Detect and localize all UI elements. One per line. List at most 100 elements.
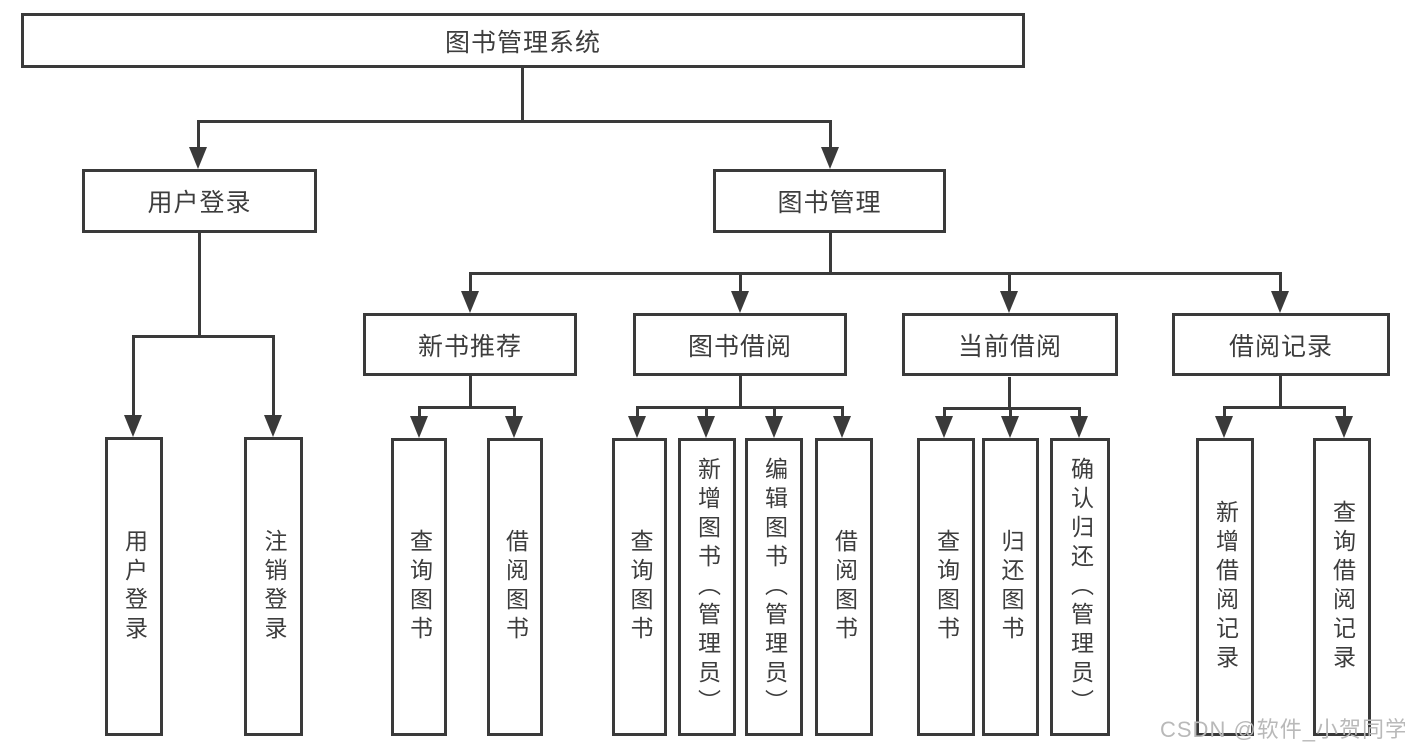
arrow-shaft xyxy=(942,407,946,418)
node-ul-logout: 注销登录 xyxy=(244,437,303,736)
node-label-new-book-rec: 新书推荐 xyxy=(417,332,522,361)
arrow-shaft xyxy=(772,406,776,418)
node-bb-borrow: 借阅图书 xyxy=(815,438,873,736)
connector-arrow xyxy=(505,406,523,438)
node-label-current-borrow: 当前借阅 xyxy=(957,332,1062,361)
node-label-nbr-borrow: 借阅图书 xyxy=(502,529,529,645)
connector-arrow xyxy=(935,407,953,438)
connector-line xyxy=(470,272,1282,275)
watermark: CSDN @软件_小贺同学 xyxy=(1160,717,1405,742)
node-label-bb-query: 查询图书 xyxy=(627,529,653,645)
arrow-shaft xyxy=(1077,407,1081,418)
node-label-root: 图书管理系统 xyxy=(444,28,601,57)
connector-arrow xyxy=(731,272,749,313)
arrow-head-down-icon xyxy=(1335,416,1353,438)
arrow-shaft xyxy=(840,406,844,418)
node-label-bb-edit: 编辑图书（管理员） xyxy=(761,456,788,718)
arrow-shaft xyxy=(1222,406,1226,418)
arrow-shaft xyxy=(468,272,472,293)
arrow-head-down-icon xyxy=(833,416,851,438)
node-label-book-mgmt: 图书管理 xyxy=(777,189,882,217)
arrow-shaft xyxy=(1007,272,1011,293)
arrow-head-down-icon xyxy=(731,291,749,313)
connector-arrow xyxy=(1001,407,1019,438)
arrow-head-down-icon xyxy=(410,416,428,438)
node-borrow-records: 借阅记录 xyxy=(1172,313,1390,376)
arrow-shaft xyxy=(1342,406,1346,418)
arrow-head-down-icon xyxy=(821,147,839,169)
arrow-head-down-icon xyxy=(765,416,783,438)
arrow-head-down-icon xyxy=(189,147,207,169)
node-new-book-rec: 新书推荐 xyxy=(363,313,577,376)
node-book-mgmt: 图书管理 xyxy=(713,169,946,233)
node-cb-confirm: 确认归还（管理员） xyxy=(1050,438,1110,736)
node-nbr-borrow: 借阅图书 xyxy=(487,438,543,736)
arrow-head-down-icon xyxy=(935,416,953,438)
node-label-book-borrow: 图书借阅 xyxy=(687,332,792,361)
connector-arrow xyxy=(461,272,479,313)
node-nbr-query: 查询图书 xyxy=(391,438,447,736)
connector-arrow xyxy=(1070,407,1088,438)
node-label-ul-logout: 注销登录 xyxy=(261,528,287,645)
arrow-head-down-icon xyxy=(461,291,479,313)
connector-arrow xyxy=(1271,272,1289,313)
arrow-head-down-icon xyxy=(697,416,715,438)
connector-line xyxy=(1224,406,1346,409)
connector-line xyxy=(739,376,742,407)
node-cb-return: 归还图书 xyxy=(982,438,1039,736)
connector-line xyxy=(521,68,524,120)
connector-line xyxy=(944,407,1081,410)
connector-arrow xyxy=(124,335,142,437)
arrow-shaft xyxy=(738,272,742,293)
node-label-cb-query: 查询图书 xyxy=(933,529,960,645)
connector-arrow xyxy=(628,406,646,438)
connector-arrow xyxy=(189,120,207,169)
arrow-head-down-icon xyxy=(1215,416,1233,438)
arrow-head-down-icon xyxy=(1271,291,1289,313)
node-label-user-login: 用户登录 xyxy=(147,189,252,217)
connector-line xyxy=(133,335,275,338)
connector-line xyxy=(1008,377,1011,407)
arrow-head-down-icon xyxy=(124,415,142,437)
connector-line xyxy=(1279,376,1282,407)
arrow-head-down-icon xyxy=(1000,291,1018,313)
arrow-head-down-icon xyxy=(1070,416,1088,438)
connector-line xyxy=(198,120,832,123)
node-br-add: 新增借阅记录 xyxy=(1196,438,1254,736)
connector-arrow xyxy=(765,406,783,438)
node-current-borrow: 当前借阅 xyxy=(902,313,1118,376)
node-label-cb-confirm: 确认归还（管理员） xyxy=(1067,456,1094,718)
connector-arrow xyxy=(1215,406,1233,438)
arrow-shaft xyxy=(131,335,135,417)
node-label-bb-borrow: 借阅图书 xyxy=(831,529,858,645)
connector-arrow xyxy=(1335,406,1353,438)
arrow-shaft xyxy=(1008,407,1012,418)
arrow-shaft xyxy=(271,335,275,417)
node-label-nbr-query: 查询图书 xyxy=(406,529,433,645)
node-label-cb-return: 归还图书 xyxy=(998,529,1024,645)
connector-arrow xyxy=(833,406,851,438)
arrow-head-down-icon xyxy=(505,416,523,438)
arrow-shaft xyxy=(196,120,200,149)
node-bb-edit: 编辑图书（管理员） xyxy=(745,438,803,736)
arrow-head-down-icon xyxy=(628,416,646,438)
node-br-query: 查询借阅记录 xyxy=(1313,438,1371,736)
connector-arrow xyxy=(1000,272,1018,313)
arrow-shaft xyxy=(704,406,708,418)
connector-arrow xyxy=(264,335,282,437)
node-label-borrow-records: 借阅记录 xyxy=(1228,332,1333,361)
arrow-shaft xyxy=(417,406,421,418)
node-bb-query: 查询图书 xyxy=(612,438,667,736)
connector-arrow xyxy=(410,406,428,438)
node-label-br-query: 查询借阅记录 xyxy=(1329,500,1356,674)
connector-line xyxy=(198,233,201,336)
node-label-bb-add: 新增图书（管理员） xyxy=(694,456,721,718)
node-cb-query: 查询图书 xyxy=(917,438,975,736)
connector-line xyxy=(637,406,844,409)
node-book-borrow: 图书借阅 xyxy=(633,313,847,376)
arrow-shaft xyxy=(828,120,832,149)
arrow-shaft xyxy=(512,406,516,418)
arrow-shaft xyxy=(635,406,639,418)
node-root: 图书管理系统 xyxy=(21,13,1025,68)
